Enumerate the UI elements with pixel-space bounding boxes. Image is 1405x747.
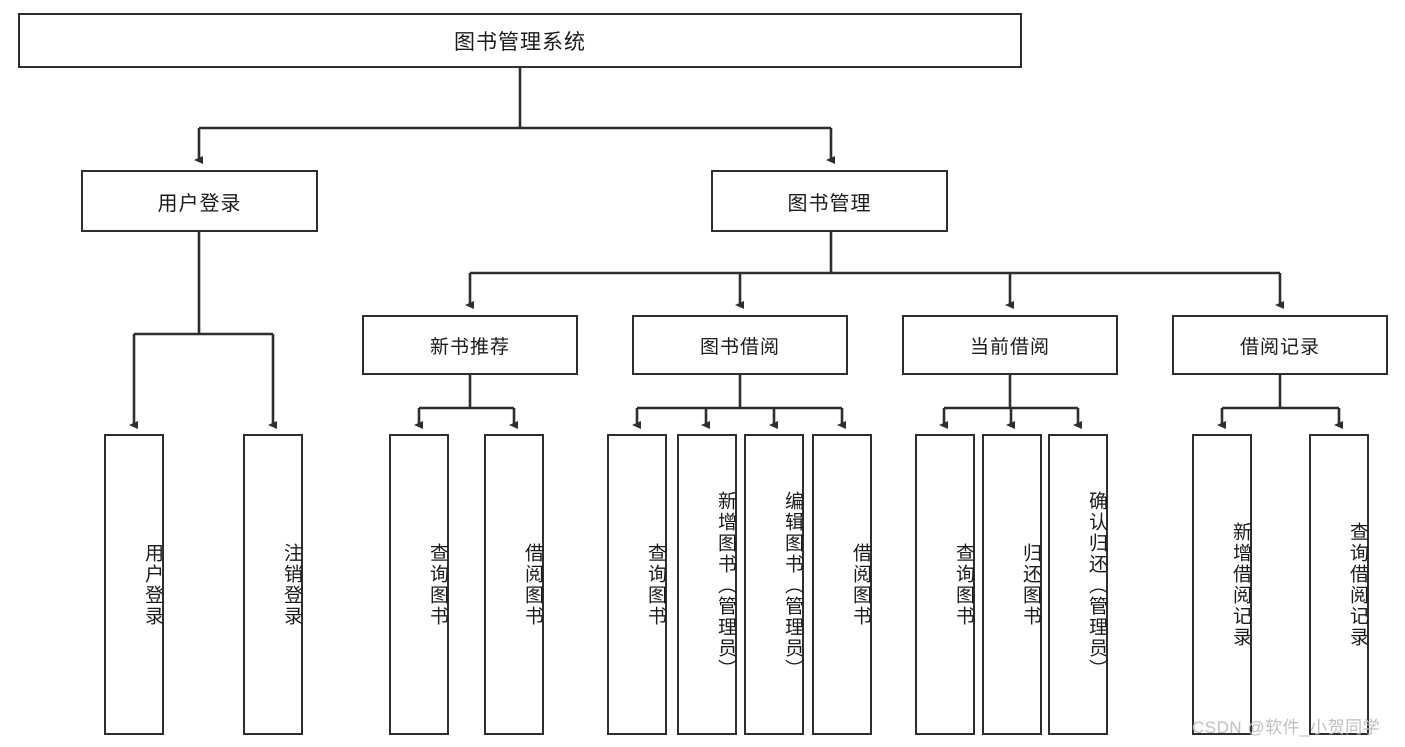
node-user-login-label: 用户登录: [157, 192, 242, 215]
node-leaf-user-logout[interactable]: 注销登录: [243, 434, 303, 735]
node-current-borrow[interactable]: 当前借阅: [902, 315, 1118, 375]
node-leaf-borrow-book-2-label: 借阅图书: [850, 542, 871, 627]
node-leaf-query-book-3-label: 查询图书: [953, 542, 974, 627]
node-leaf-borrow-book-2[interactable]: 借阅图书: [812, 434, 872, 735]
node-leaf-edit-book-label: 编辑图书（管理员）: [782, 491, 803, 680]
node-leaf-query-book-3[interactable]: 查询图书: [915, 434, 975, 735]
node-leaf-query-book-2-label: 查询图书: [645, 542, 666, 627]
node-leaf-borrow-book-1[interactable]: 借阅图书: [484, 434, 544, 735]
node-leaf-user-logout-label: 注销登录: [281, 542, 302, 627]
node-leaf-borrow-book-1-label: 借阅图书: [522, 542, 543, 627]
node-book-management[interactable]: 图书管理: [711, 170, 948, 232]
node-leaf-add-record[interactable]: 新增借阅记录: [1192, 434, 1252, 735]
node-leaf-return-book[interactable]: 归还图书: [982, 434, 1042, 735]
node-book-management-label: 图书管理: [787, 192, 872, 215]
node-current-borrow-label: 当前借阅: [969, 336, 1050, 358]
node-leaf-confirm-return[interactable]: 确认归还（管理员）: [1048, 434, 1108, 735]
node-leaf-user-login-label: 用户登录: [142, 542, 163, 627]
node-leaf-add-record-label: 新增借阅记录: [1230, 521, 1251, 648]
node-leaf-return-book-label: 归还图书: [1020, 542, 1041, 627]
watermark: CSDN @软件_小贺同学: [1192, 718, 1381, 737]
node-user-login[interactable]: 用户登录: [81, 170, 318, 232]
node-book-borrow[interactable]: 图书借阅: [632, 315, 848, 375]
node-leaf-confirm-return-label: 确认归还（管理员）: [1086, 491, 1107, 680]
node-borrow-record-label: 借阅记录: [1239, 336, 1320, 358]
node-leaf-edit-book[interactable]: 编辑图书（管理员）: [744, 434, 804, 735]
node-leaf-query-record-label: 查询借阅记录: [1347, 521, 1368, 648]
node-borrow-record[interactable]: 借阅记录: [1172, 315, 1388, 375]
node-new-book-recommend-label: 新书推荐: [429, 336, 510, 358]
node-leaf-query-record[interactable]: 查询借阅记录: [1309, 434, 1369, 735]
node-leaf-user-login[interactable]: 用户登录: [104, 434, 164, 735]
node-leaf-query-book-1[interactable]: 查询图书: [389, 434, 449, 735]
node-new-book-recommend[interactable]: 新书推荐: [362, 315, 578, 375]
node-root-label: 图书管理系统: [454, 30, 586, 54]
node-leaf-add-book-label: 新增图书（管理员）: [715, 491, 736, 680]
node-root[interactable]: 图书管理系统: [18, 13, 1022, 68]
node-leaf-query-book-2[interactable]: 查询图书: [607, 434, 667, 735]
node-leaf-add-book[interactable]: 新增图书（管理员）: [677, 434, 737, 735]
node-leaf-query-book-1-label: 查询图书: [427, 542, 448, 627]
node-book-borrow-label: 图书借阅: [699, 336, 780, 358]
